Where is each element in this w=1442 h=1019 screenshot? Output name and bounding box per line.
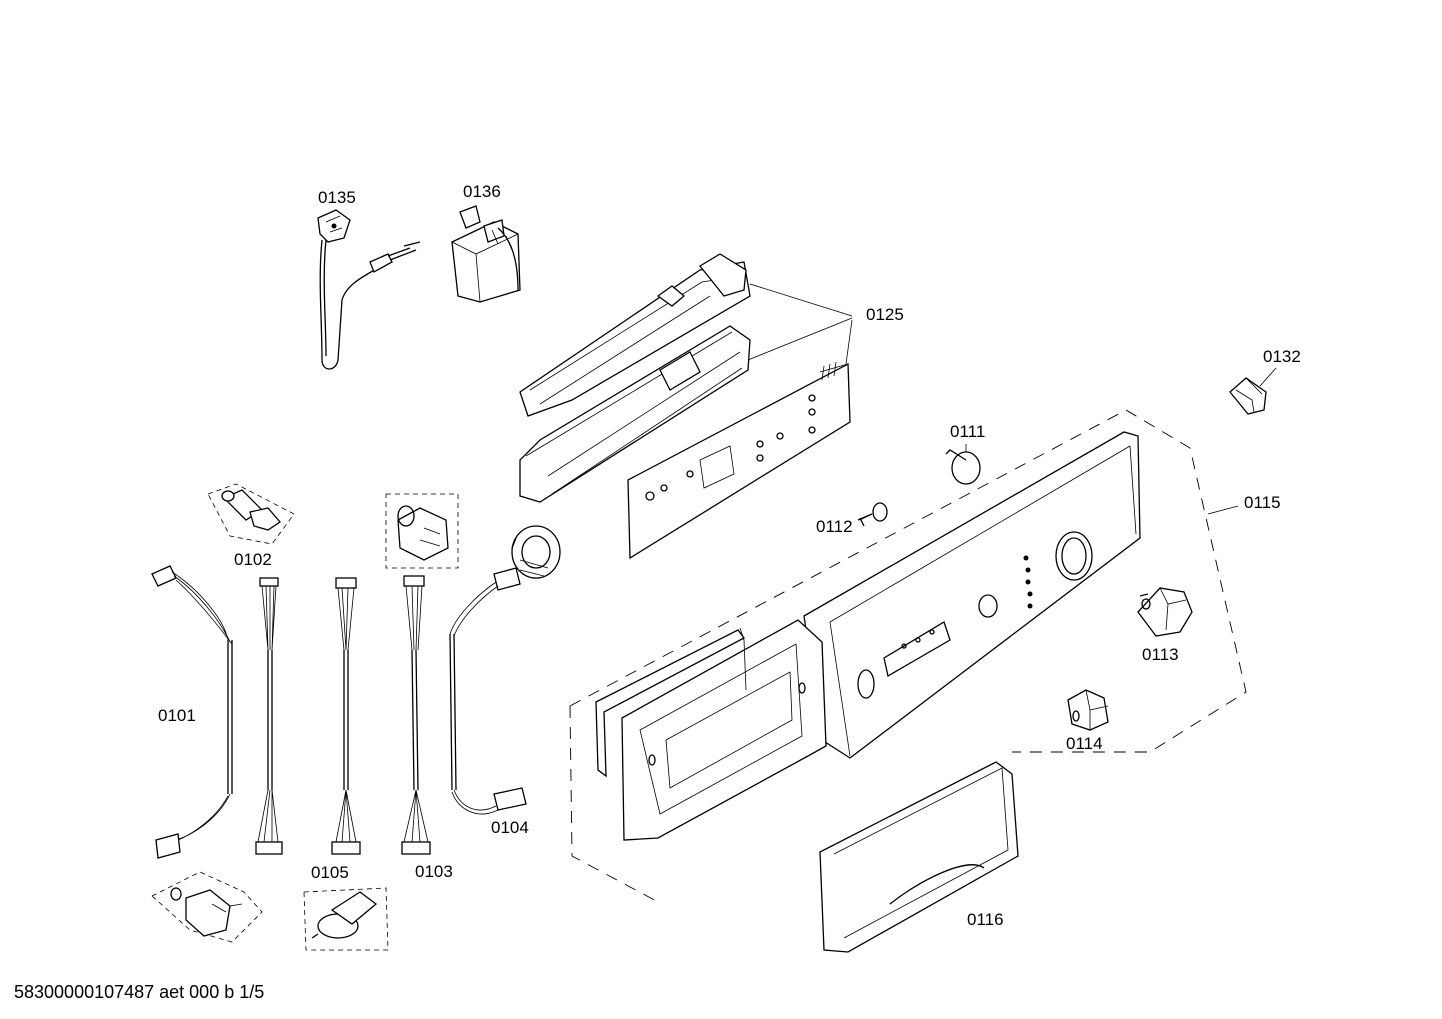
part-0105-wire-harness <box>331 577 361 855</box>
part-door-lock <box>303 887 389 951</box>
part-0136-interference-filter <box>451 205 521 303</box>
document-id-footer: 58300000107487 aet 000 b 1/5 <box>14 982 265 1002</box>
part-0135-power-cord <box>317 209 421 370</box>
part-0116-drawer-front <box>819 761 1019 953</box>
label-0136: 0136 <box>463 182 501 201</box>
part-0112-spindle <box>857 502 888 527</box>
label-0102: 0102 <box>234 550 272 569</box>
label-0105: 0105 <box>311 863 349 882</box>
label-0104: 0104 <box>491 818 529 837</box>
label-0114: 0114 <box>1066 734 1103 753</box>
part-0111-knob-insert <box>945 444 981 485</box>
label-0125: 0125 <box>866 305 904 324</box>
part-0115-control-panel <box>569 409 1247 905</box>
part-0132-clip <box>1229 367 1277 415</box>
part-0125-control-module <box>519 253 853 560</box>
part-drain-pump <box>151 871 263 943</box>
part-0104-wire-harness <box>449 567 527 815</box>
label-0111: 0111 <box>950 422 986 441</box>
label-0132: 0132 <box>1263 347 1301 366</box>
part-0102-wire-harness <box>255 577 283 855</box>
part-0114-control-knob <box>1067 689 1109 731</box>
part-0103-wire-harness <box>401 575 431 855</box>
part-0113-selector-knob <box>1137 587 1193 637</box>
part-0101-wire-harness <box>151 565 233 859</box>
label-0101: 0101 <box>158 706 196 725</box>
label-0103: 0103 <box>415 862 453 881</box>
label-0113: 0113 <box>1142 645 1179 664</box>
part-pressure-switch <box>385 493 459 569</box>
label-0112: 0112 <box>816 517 853 536</box>
label-0116: 0116 <box>967 910 1004 929</box>
label-0135: 0135 <box>318 188 356 207</box>
label-0115: 0115 <box>1244 493 1281 512</box>
part-0102-connector <box>207 483 295 545</box>
part-pressure-sensor <box>511 525 561 579</box>
